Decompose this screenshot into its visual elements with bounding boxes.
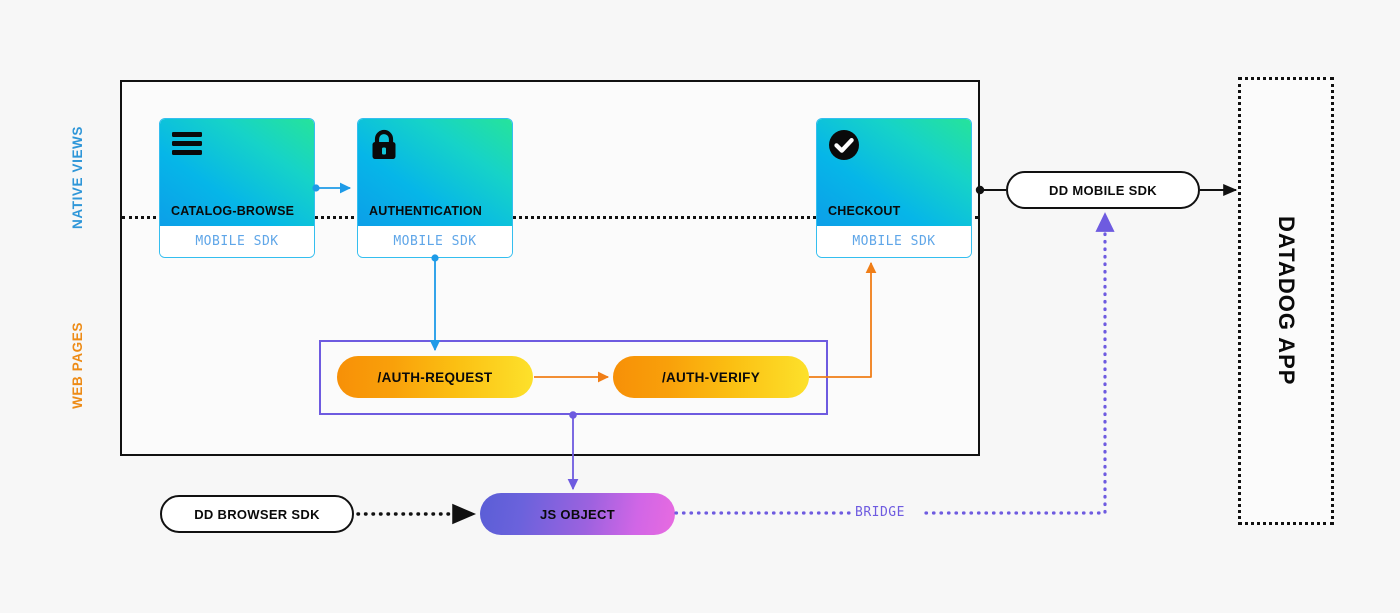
lock-icon (369, 129, 401, 159)
card-title: CATALOG-BROWSE (171, 203, 295, 218)
web-page-label: /AUTH-REQUEST (377, 369, 493, 385)
card-sdk-label: MOBILE SDK (160, 226, 314, 257)
js-object-label: JS OBJECT (540, 506, 615, 522)
web-page-label: /AUTH-VERIFY (661, 369, 761, 385)
dd-browser-sdk-label: DD BROWSER SDK (194, 506, 320, 522)
web-page-pill-auth-verify[interactable]: /AUTH-VERIFY (613, 356, 809, 398)
datadog-app-box[interactable]: DATADOG APP (1238, 77, 1334, 525)
native-view-card-catalog-browse[interactable]: CATALOG-BROWSE MOBILE SDK (159, 118, 315, 258)
card-sdk-label: MOBILE SDK (358, 226, 512, 257)
native-view-card-checkout[interactable]: CHECKOUT MOBILE SDK (816, 118, 972, 258)
check-circle-icon (828, 129, 860, 160)
native-view-card-authentication[interactable]: AUTHENTICATION MOBILE SDK (357, 118, 513, 258)
connector-app-to-dd-mobile-sdk (975, 185, 1006, 195)
dd-mobile-sdk-label: DD MOBILE SDK (1049, 182, 1157, 198)
web-page-pill-auth-request[interactable]: /AUTH-REQUEST (337, 356, 533, 398)
dd-browser-sdk-pill[interactable]: DD BROWSER SDK (160, 495, 354, 533)
datadog-app-label: DATADOG APP (1274, 216, 1299, 386)
card-title: AUTHENTICATION (369, 203, 482, 218)
card-body: CATALOG-BROWSE (160, 119, 314, 226)
card-body: CHECKOUT (817, 119, 971, 226)
rail-label-web-pages: WEB PAGES (70, 322, 85, 409)
card-title: CHECKOUT (828, 203, 901, 218)
js-object-pill[interactable]: JS OBJECT (480, 493, 675, 535)
dd-mobile-sdk-pill[interactable]: DD MOBILE SDK (1006, 171, 1200, 209)
card-body: AUTHENTICATION (358, 119, 512, 226)
bridge-label: BRIDGE (855, 505, 905, 520)
native-web-divider (122, 216, 978, 219)
card-sdk-label: MOBILE SDK (817, 226, 971, 257)
hamburger-menu-icon (171, 129, 203, 159)
rail-label-native-views: NATIVE VIEWS (70, 126, 85, 229)
